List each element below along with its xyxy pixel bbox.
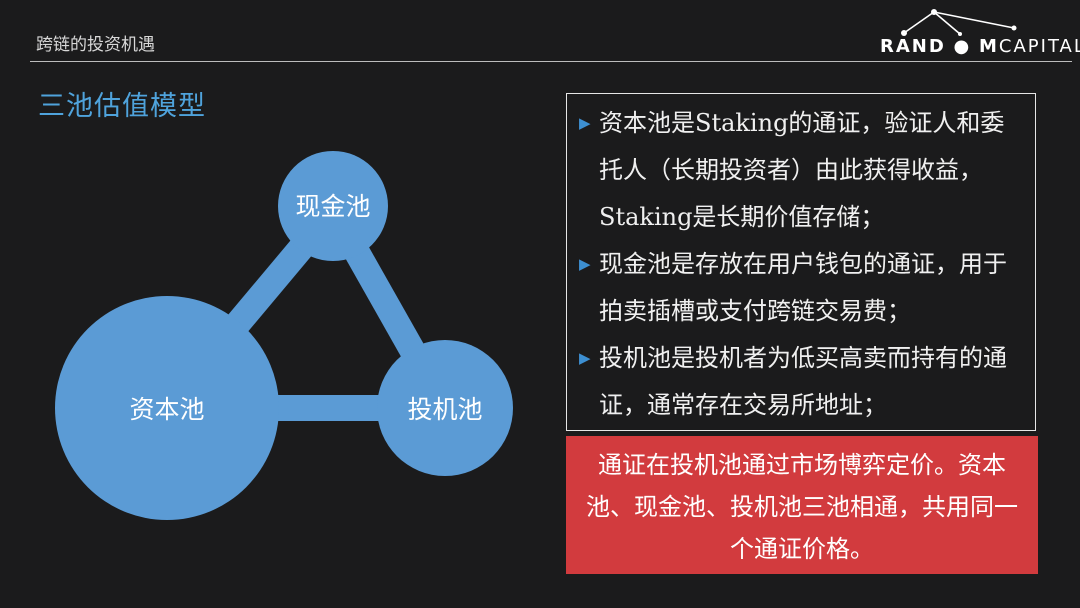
three-pool-diagram: 现金池 资本池 投机池 bbox=[55, 151, 513, 520]
slide-title: 三池估值模型 bbox=[38, 91, 206, 122]
node-speculative-label: 投机池 bbox=[407, 395, 482, 424]
bullet-speculative-pool: ▶ 投机池是投机者为低买高卖而持有的通证，通常存在交易所地址； bbox=[575, 335, 1027, 429]
node-speculative-circle bbox=[377, 340, 513, 476]
bullet-text: 现金池是存放在用户钱包的通证，用于拍卖插槽或支付跨链交易费； bbox=[599, 250, 1007, 325]
bullet-arrow-icon: ▶ bbox=[579, 255, 591, 273]
highlight-text: 通证在投机池通过市场博弈定价。资本池、现金池、投机池三池相通，共用同一个通证价格… bbox=[586, 451, 1018, 563]
logo-part-random: RAND bbox=[880, 36, 946, 57]
bullet-text: 资本池是Staking的通证，验证人和委托人（长期投资者）由此获得收益，Stak… bbox=[599, 109, 1005, 231]
bullet-capital-pool: ▶ 资本池是Staking的通证，验证人和委托人（长期投资者）由此获得收益，St… bbox=[575, 100, 1027, 241]
pool-description-box: ▶ 资本池是Staking的通证，验证人和委托人（长期投资者）由此获得收益，St… bbox=[566, 93, 1036, 431]
brand-logo-text: RAND ● MCAPITAL bbox=[880, 36, 1080, 57]
bullet-text: 投机池是投机者为低买高卖而持有的通证，通常存在交易所地址； bbox=[599, 344, 1007, 419]
logo-part-capital: CAPITAL bbox=[998, 36, 1080, 57]
header-divider bbox=[30, 61, 1072, 62]
node-cash-label: 现金池 bbox=[295, 192, 370, 221]
bullet-arrow-icon: ▶ bbox=[579, 349, 591, 367]
node-capital-label: 资本池 bbox=[129, 395, 204, 424]
highlight-conclusion-box: 通证在投机池通过市场博弈定价。资本池、现金池、投机池三池相通，共用同一个通证价格… bbox=[566, 436, 1038, 574]
logo-dot-icon: ● bbox=[953, 36, 972, 57]
bullet-cash-pool: ▶ 现金池是存放在用户钱包的通证，用于拍卖插槽或支付跨链交易费； bbox=[575, 241, 1027, 335]
node-cash-circle bbox=[278, 151, 388, 261]
logo-part-m: M bbox=[978, 36, 999, 57]
node-capital-circle bbox=[55, 296, 279, 520]
constellation-logo-icon bbox=[901, 9, 1017, 36]
header-title: 跨链的投资机遇 bbox=[36, 35, 155, 55]
bullet-arrow-icon: ▶ bbox=[579, 114, 591, 132]
